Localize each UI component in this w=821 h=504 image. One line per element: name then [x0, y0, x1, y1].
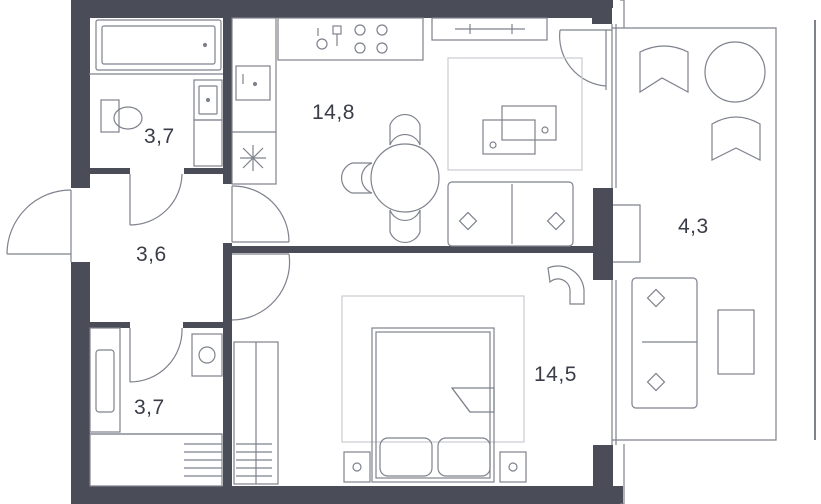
sofa	[447, 181, 574, 247]
room-area-balcony: 4,3	[678, 215, 709, 238]
toilet	[100, 99, 120, 133]
kitchen-counter-left	[231, 17, 277, 185]
wc-fixtures	[89, 327, 272, 487]
room-area-hallway: 3,6	[136, 243, 167, 266]
living-area	[340, 57, 583, 247]
radiator-icon	[184, 443, 222, 477]
balcony-chair-1	[639, 45, 689, 94]
balcony-furniture	[631, 41, 766, 409]
fridge-icon	[240, 145, 266, 171]
doors	[6, 29, 612, 383]
bed	[371, 327, 495, 483]
room-area-kitchen-living: 14,8	[312, 101, 355, 124]
living-rug	[447, 57, 583, 171]
room-area-bathroom: 3,7	[144, 125, 175, 148]
washing-machine	[191, 333, 223, 377]
kitchen	[231, 17, 548, 185]
bathroom-fixtures	[89, 19, 223, 167]
dining-table	[370, 143, 440, 213]
balcony-sofa	[631, 277, 698, 409]
coffee-table	[501, 105, 557, 141]
bedroom	[233, 265, 585, 485]
bathtub	[95, 19, 222, 71]
room-area-wc: 3,7	[134, 396, 165, 419]
balcony-side-table	[717, 309, 755, 375]
thin-lines	[611, 0, 816, 504]
walls	[71, 0, 623, 504]
room-area-bedroom: 14,5	[534, 363, 577, 386]
balcony-chair-2	[711, 116, 761, 161]
kitchen-counter-top	[277, 17, 424, 61]
balcony-table	[704, 41, 766, 103]
bedroom-rug	[341, 295, 525, 443]
